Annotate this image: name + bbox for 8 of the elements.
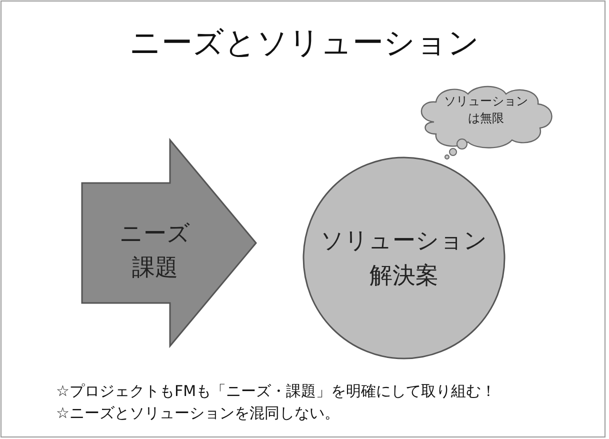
node-text: ソリューションは無限 bbox=[443, 93, 529, 127]
title: ニーズとソリューション bbox=[128, 24, 480, 63]
note-text: ☆ニーズとソリューションを混同しない。 bbox=[56, 404, 340, 423]
node-text: ソリューション bbox=[320, 227, 488, 256]
node-text: 解決案 bbox=[368, 262, 440, 291]
node-text: ニーズ bbox=[118, 220, 192, 249]
node-text: 課題 bbox=[131, 254, 179, 283]
note-text: ☆プロジェクトもFMも「ニーズ・課題」を明確にして取り組む！ bbox=[56, 382, 496, 401]
